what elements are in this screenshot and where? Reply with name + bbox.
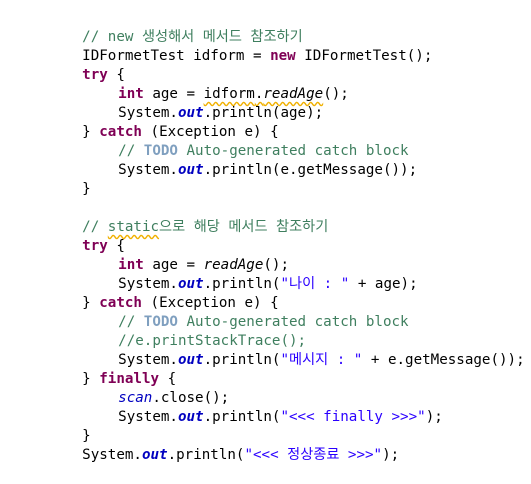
todo-tag: TODO bbox=[143, 314, 178, 330]
code-line: System.out.println("<<< finally >>>"); bbox=[0, 389, 443, 425]
code-text: (); bbox=[263, 257, 290, 273]
code-text: .close(); bbox=[152, 390, 230, 406]
code-text: System. bbox=[118, 105, 178, 121]
code-line: try { bbox=[0, 47, 125, 83]
comment: // bbox=[118, 143, 144, 159]
code-line: // new 생성해서 메서드 참조하기 bbox=[0, 9, 302, 45]
code-line: } bbox=[0, 161, 91, 197]
string-literal: "메시지 : " bbox=[280, 352, 363, 368]
method-readage: readAge bbox=[263, 86, 324, 102]
comment: Auto-generated catch block bbox=[177, 314, 409, 330]
code-line: int age = readAge(); bbox=[0, 237, 289, 273]
code-text: (); bbox=[323, 86, 349, 102]
code-text: .println(age); bbox=[203, 105, 324, 121]
field-scan: scan bbox=[118, 390, 153, 406]
code-text: } bbox=[82, 124, 100, 140]
code-text: (Exception e) { bbox=[141, 124, 279, 140]
comment: // bbox=[118, 314, 144, 330]
field-out: out bbox=[177, 162, 204, 178]
code-text: IDFormetTest idform = bbox=[82, 48, 271, 64]
code-text: System. bbox=[118, 162, 178, 178]
string-literal: "<<< finally >>>" bbox=[280, 409, 426, 425]
code-text: } bbox=[82, 295, 100, 311]
code-text: .println( bbox=[203, 409, 281, 425]
code-text: System. bbox=[118, 352, 178, 368]
field-out: out bbox=[177, 409, 204, 425]
code-line: System.out.println(e.getMessage()); bbox=[0, 142, 417, 178]
code-text: System. bbox=[118, 409, 178, 425]
todo-tag: TODO bbox=[143, 143, 178, 159]
keyword-new: new bbox=[270, 48, 296, 64]
code-line: } catch (Exception e) { bbox=[0, 104, 278, 140]
code-line: // TODO Auto-generated catch block bbox=[0, 123, 408, 159]
code-text: + e.getMessage()); bbox=[362, 352, 525, 368]
keyword-catch: catch bbox=[99, 124, 142, 140]
code-editor[interactable]: // new 생성해서 메서드 참조하기 IDFormetTest idform… bbox=[0, 0, 531, 465]
comment-static: static bbox=[107, 219, 160, 235]
code-text: age = bbox=[143, 257, 204, 273]
code-text: .println( bbox=[167, 447, 245, 463]
keyword-try: try bbox=[82, 238, 108, 254]
code-line: try { bbox=[0, 218, 125, 254]
code-line: } bbox=[0, 408, 91, 444]
keyword-finally: finally bbox=[99, 371, 160, 387]
code-text: } bbox=[82, 428, 91, 444]
field-out: out bbox=[177, 352, 204, 368]
code-line: scan.close(); bbox=[0, 370, 229, 406]
comment: // new 생성해서 메서드 참조하기 bbox=[82, 29, 303, 45]
code-line: System.out.println("메시지 : " + e.getMessa… bbox=[0, 332, 524, 368]
variable-idform: idform bbox=[203, 86, 255, 102]
code-line: // static으로 해당 메서드 참조하기 bbox=[0, 199, 328, 235]
comment: 으로 해당 메서드 참조하기 bbox=[159, 219, 329, 235]
keyword-catch: catch bbox=[99, 295, 142, 311]
code-line: // TODO Auto-generated catch block bbox=[0, 294, 408, 330]
code-line: int age = idform.readAge(); bbox=[0, 66, 349, 102]
comment: //e.printStackTrace(); bbox=[118, 333, 307, 349]
code-text: System. bbox=[118, 276, 178, 292]
code-text: } bbox=[82, 181, 91, 197]
code-line: System.out.println("나이 : " + age); bbox=[0, 256, 417, 292]
comment: Auto-generated catch block bbox=[177, 143, 409, 159]
string-literal: "<<< 정상종료 >>>" bbox=[244, 447, 383, 463]
code-text: { bbox=[159, 371, 177, 387]
code-text: . bbox=[254, 86, 264, 102]
method-readage: readAge bbox=[203, 257, 264, 273]
code-line: System.out.println("<<< 정상종료 >>>"); bbox=[0, 427, 399, 463]
code-text: { bbox=[107, 67, 125, 83]
code-text: + age); bbox=[349, 276, 418, 292]
code-text: .println(e.getMessage()); bbox=[203, 162, 418, 178]
keyword-int: int bbox=[118, 257, 144, 273]
code-text: } bbox=[82, 371, 100, 387]
code-text: System. bbox=[82, 447, 142, 463]
keyword-int: int bbox=[118, 86, 144, 102]
code-line: IDFormetTest idform = new IDFormetTest()… bbox=[0, 28, 432, 64]
code-text: IDFormetTest(); bbox=[295, 48, 433, 64]
keyword-try: try bbox=[82, 67, 108, 83]
comment: // bbox=[82, 219, 108, 235]
code-text: ); bbox=[382, 447, 400, 463]
field-out: out bbox=[177, 276, 204, 292]
code-line: } finally { bbox=[0, 351, 176, 387]
code-text: ); bbox=[425, 409, 443, 425]
code-line: //e.printStackTrace(); bbox=[0, 313, 306, 349]
code-text: (Exception e) { bbox=[141, 295, 279, 311]
code-line: System.out.println(age); bbox=[0, 85, 323, 121]
code-text: age = bbox=[143, 86, 204, 102]
field-out: out bbox=[141, 447, 168, 463]
code-text: .println( bbox=[203, 352, 281, 368]
code-text: .println( bbox=[203, 276, 281, 292]
code-text: { bbox=[107, 238, 125, 254]
string-literal: "나이 : " bbox=[280, 276, 350, 292]
code-line: } catch (Exception e) { bbox=[0, 275, 278, 311]
field-out: out bbox=[177, 105, 204, 121]
